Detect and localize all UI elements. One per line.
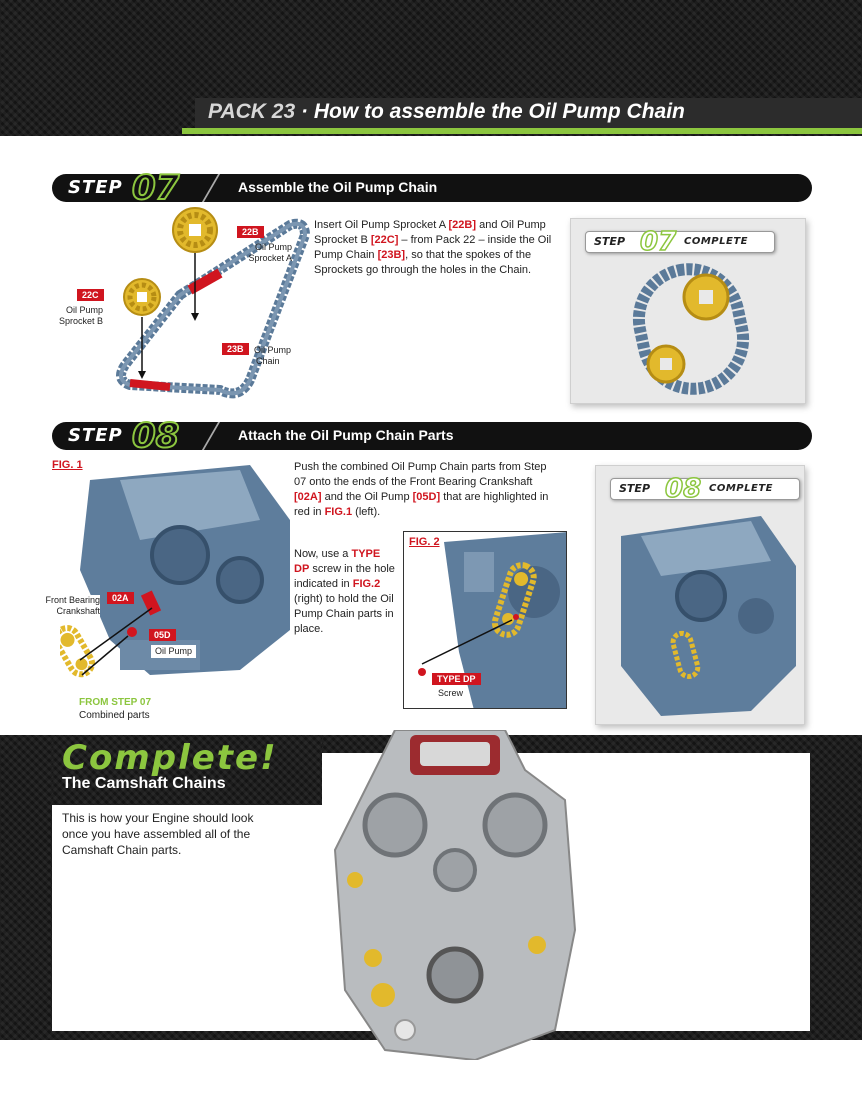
part-code: [23B] — [377, 249, 406, 261]
part-code: [22C] — [370, 234, 399, 246]
arrow-to-crank — [79, 607, 153, 661]
sprocket-b-icon — [123, 278, 161, 316]
part-code: [05D] — [412, 491, 441, 503]
text-run: that are highlighted in red in — [294, 491, 549, 518]
text-run: and the Oil Pump — [321, 491, 413, 503]
step-number: 08 — [131, 415, 180, 457]
caption-line: Sprocket B — [58, 316, 103, 326]
header-title-band — [195, 98, 862, 130]
banner-word: COMPLETE — [684, 236, 748, 247]
step-divider — [201, 174, 235, 202]
completed-engine-icon — [621, 516, 796, 716]
title-separator: · — [300, 100, 308, 123]
camshaft-engine-photo — [333, 730, 577, 1060]
page-title: PACK 23 · How to assemble the Oil Pump C… — [208, 100, 685, 124]
step-number: 07 — [131, 167, 180, 209]
screw-icon — [418, 668, 426, 676]
oil-pump-highlight — [127, 627, 137, 637]
sprocket-a-caption: Oil Pump Sprocket A — [238, 242, 292, 264]
arrow-to-hole — [421, 619, 513, 665]
figure-ref: FIG.1 — [324, 506, 353, 518]
part-tag-05d: 05D — [149, 629, 176, 641]
caption-line: Crankshaft — [56, 606, 100, 616]
header-accent-stripe — [182, 128, 862, 134]
combined-parts-label: Combined parts — [79, 710, 150, 721]
oil-pump-chain-icon — [116, 218, 310, 399]
step-divider — [201, 422, 235, 450]
banner-number: 07 — [639, 226, 677, 258]
step-07-header: STEP 07 Assemble the Oil Pump Chain — [52, 167, 812, 209]
text-run: Push the combined Oil Pump Chain parts f… — [294, 461, 547, 488]
chain-on-engine-icon — [491, 562, 537, 638]
page-header: PACK 23 · How to assemble the Oil Pump C… — [0, 0, 862, 136]
engine-block-icon — [80, 465, 290, 675]
text-run: screw in the hole indicated in — [294, 563, 395, 590]
part-tag-22b: 22B — [237, 226, 264, 238]
fig-2-box: FIG. 2 TYPE DP Screw — [403, 531, 567, 709]
engine-fig-1-illustration — [60, 465, 290, 678]
text-run: (left). — [352, 506, 381, 518]
caption-line: Oil Pump — [65, 305, 103, 315]
fig-2-label: FIG. 2 — [409, 536, 440, 548]
crankshaft-highlight — [140, 590, 162, 616]
step-title: Assemble the Oil Pump Chain — [238, 179, 438, 195]
step-07-assembly-illustration — [116, 207, 310, 399]
chain-caption: Oil Pump Chain — [254, 345, 291, 367]
engine-front-icon — [333, 730, 577, 1060]
assembled-chain-icon — [632, 263, 750, 395]
step-label: STEP — [68, 425, 123, 446]
arrow-to-pump — [81, 635, 129, 676]
complete-heading: Complete! — [62, 738, 278, 778]
from-step-label: FROM STEP 07 — [79, 697, 152, 708]
complete-subheading: The Camshaft Chains — [62, 775, 226, 792]
text-run: (right) to hold the Oil Pump Chain parts… — [294, 593, 394, 635]
step-08-instructions-1: Push the combined Oil Pump Chain parts f… — [294, 460, 549, 520]
banner-step: STEP — [619, 482, 651, 495]
text-run: Insert Oil Pump Sprocket A — [314, 219, 449, 231]
banner-number: 08 — [664, 473, 702, 505]
complete-heading-band — [52, 735, 322, 805]
figure-ref: FIG.2 — [352, 578, 381, 590]
caption-line: Front Bearing — [45, 595, 100, 605]
oil-pump-caption: Oil Pump — [151, 645, 197, 658]
pack-number: PACK 23 — [208, 100, 296, 123]
screw-type: TYPE DP — [294, 548, 381, 575]
engine-fig-2-illustration — [418, 532, 566, 708]
screw-type-tag: TYPE DP — [432, 673, 481, 685]
banner-step: STEP — [594, 235, 626, 248]
complete-description: This is how your Engine should look once… — [62, 811, 254, 857]
fig-1-label: FIG. 1 — [52, 459, 83, 471]
step-07-instructions: Insert Oil Pump Sprocket A [22B] and Oil… — [314, 218, 554, 278]
step-08-header: STEP 08 Attach the Oil Pump Chain Parts — [52, 415, 812, 457]
sprocket-a-icon — [172, 207, 218, 253]
title-text: How to assemble the Oil Pump Chain — [313, 100, 685, 123]
part-tag-22c: 22C — [77, 289, 104, 301]
part-tag-23b: 23B — [222, 343, 249, 355]
step-08-instructions-2: Now, use a TYPE DP screw in the hole ind… — [294, 547, 398, 637]
caption-line: Oil Pump — [254, 242, 292, 252]
text-run: and Oil Pump Sprocket B — [314, 219, 546, 246]
sprocket-b-caption: Oil Pump Sprocket B — [48, 305, 103, 327]
text-run: Now, use a — [294, 548, 352, 560]
screw-caption: Screw — [438, 688, 464, 698]
text-run: – from Pack 22 – inside the Oil Pump Cha… — [314, 234, 552, 261]
step-08-complete-photo: STEP 08 COMPLETE — [595, 465, 805, 725]
step-title: Attach the Oil Pump Chain Parts — [238, 427, 454, 443]
caption-line: Oil Pump — [254, 345, 292, 355]
combined-chain-parts-icon — [60, 625, 96, 678]
part-tag-02a: 02A — [107, 592, 134, 604]
text-run: , so that the spokes of the Sprockets go… — [314, 249, 532, 276]
step-label: STEP — [68, 177, 123, 198]
part-code: [02A] — [294, 491, 322, 503]
caption-line: Sprocket A — [248, 253, 292, 263]
banner-word: COMPLETE — [709, 483, 773, 494]
crankshaft-caption: Front Bearing Crankshaft — [30, 595, 100, 617]
part-code: [22B] — [448, 219, 477, 231]
step-07-complete-photo: STEP 07 COMPLETE — [570, 218, 806, 404]
complete-banner: STEP 08 COMPLETE — [610, 473, 800, 505]
caption-line: Chain — [256, 356, 280, 366]
complete-banner: STEP 07 COMPLETE — [585, 226, 775, 258]
